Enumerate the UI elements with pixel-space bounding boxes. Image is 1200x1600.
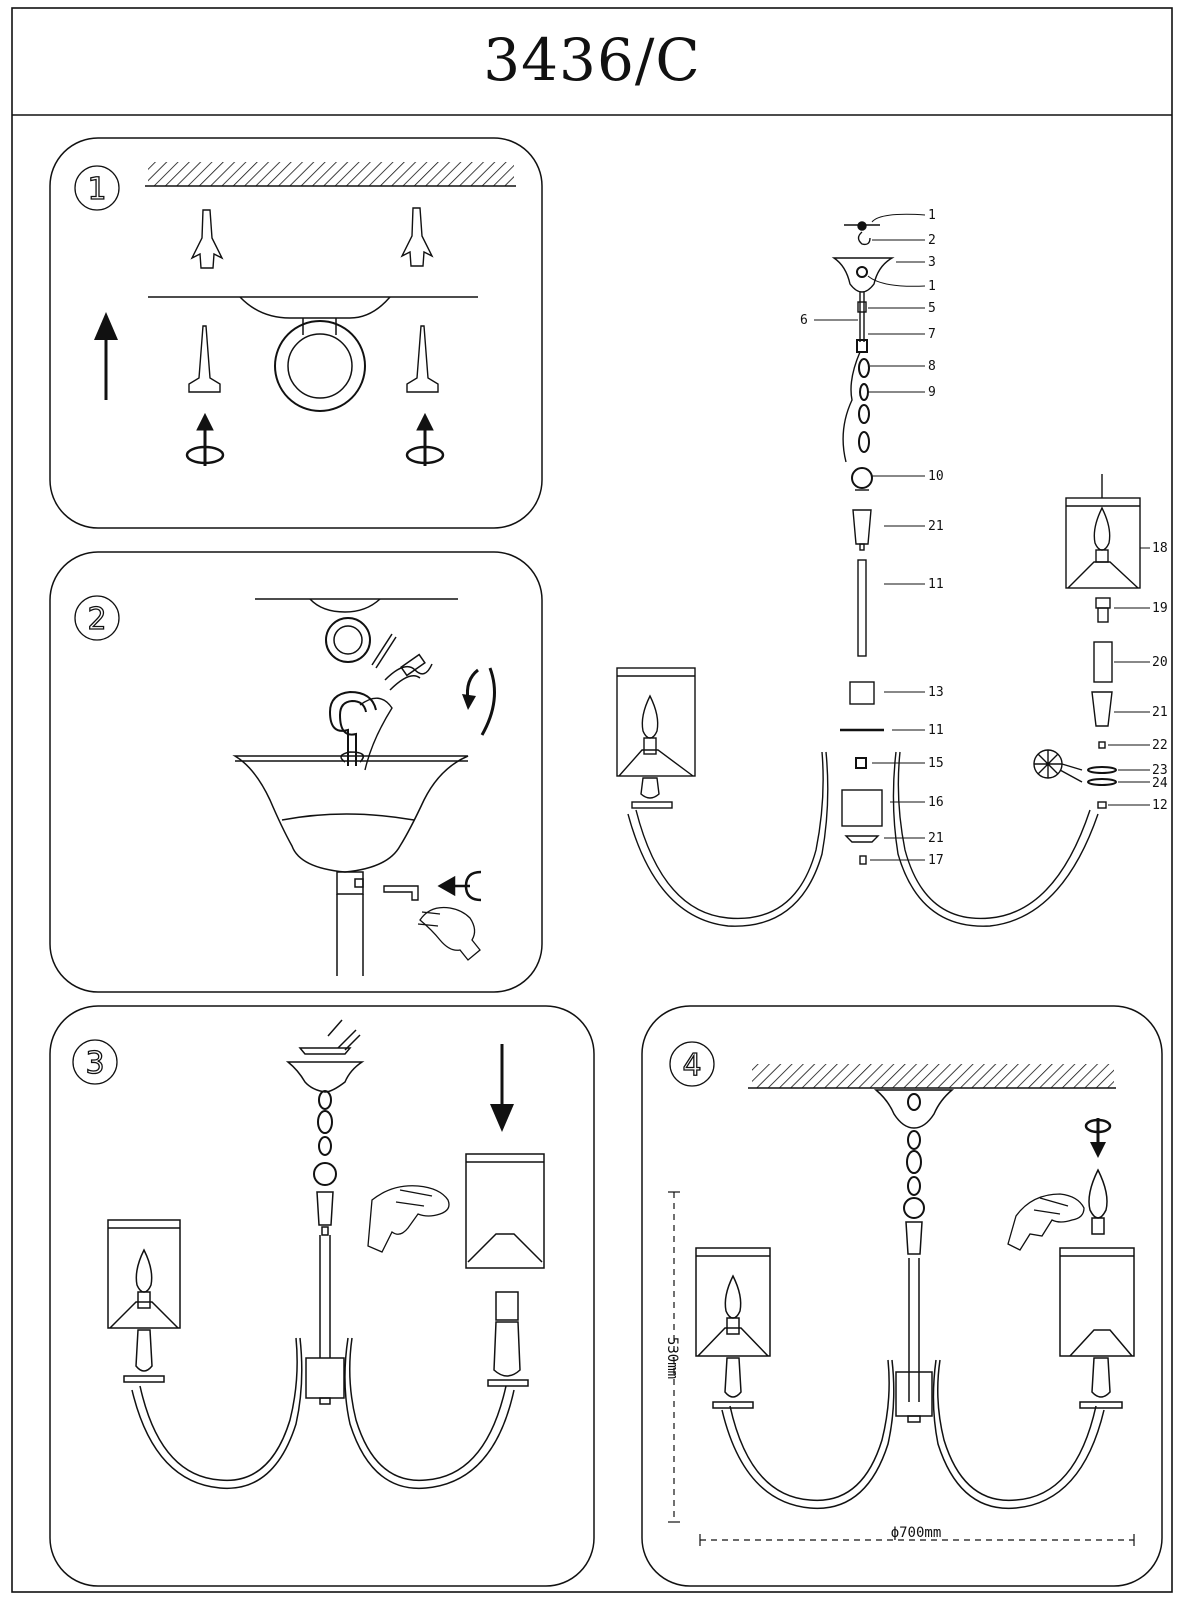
height-dimension: 530mm [664, 1337, 680, 1379]
step-3-panel: 3 [49, 1005, 595, 1587]
part-label: 6 [800, 313, 808, 328]
installed-chandelier [695, 1089, 1135, 1510]
ceiling-hatch [748, 1064, 1116, 1089]
part-label: 12 [1152, 798, 1168, 813]
part-label: 11 [928, 723, 944, 738]
part-label: 5 [928, 301, 936, 316]
assembled-chandelier [107, 1019, 529, 1490]
hook [328, 690, 393, 771]
part-numbers: 1 2 3 1 5 6 7 8 9 10 21 11 13 11 15 16 2… [800, 208, 1168, 868]
hand-icon [1007, 1193, 1085, 1251]
part-leader-lines [814, 213, 1150, 861]
shade-icon [465, 1153, 545, 1269]
canopy [232, 755, 469, 976]
rotate-icon [185, 412, 445, 466]
part-label: 2 [928, 233, 936, 248]
part-label: 20 [1152, 655, 1168, 670]
hand-icon [367, 1185, 450, 1253]
ceiling-hatch [145, 162, 516, 187]
part-label: 21 [928, 831, 944, 846]
step-number-1: 1 [87, 172, 106, 207]
part-label: 19 [1152, 601, 1168, 616]
canopy-ring [239, 296, 391, 412]
part-label: 17 [928, 853, 944, 868]
part-label: 18 [1152, 541, 1168, 556]
part-label: 1 [928, 208, 936, 223]
part-label: 3 [928, 255, 936, 270]
step-number-3: 3 [85, 1046, 104, 1081]
step-4-panel: 4 [641, 1005, 1163, 1587]
down-arrow-icon [490, 1044, 514, 1132]
part-label: 24 [1152, 776, 1168, 791]
part-label: 16 [928, 795, 944, 810]
outer-frame [11, 7, 1173, 1593]
step-1-panel: 1 [49, 137, 543, 529]
part-label: 15 [928, 756, 944, 771]
step-number-4: 4 [682, 1048, 701, 1083]
screw-in-icon [1084, 1118, 1112, 1158]
diameter-dimension: ϕ700mm [891, 1525, 942, 1541]
height-dimension-line [668, 1191, 680, 1523]
part-label: 21 [928, 519, 944, 534]
part-label: 23 [1152, 763, 1168, 778]
hand-icon [417, 906, 481, 961]
part-label: 22 [1152, 738, 1168, 753]
part-label: 11 [928, 577, 944, 592]
bulb-icon [1088, 1168, 1108, 1235]
part-label: 13 [928, 685, 944, 700]
ceiling-plate [255, 598, 458, 663]
part-label: 21 [1152, 705, 1168, 720]
part-label: 1 [928, 279, 936, 294]
wall-anchor [190, 207, 434, 269]
part-label: 9 [928, 385, 936, 400]
step-2-panel: 2 [49, 551, 543, 993]
up-arrow-icon [94, 312, 118, 400]
part-label: 7 [928, 327, 936, 342]
allen-key-icon [383, 885, 419, 901]
part-label: 8 [928, 359, 936, 374]
diameter-dimension-line [699, 1534, 1135, 1546]
rotate-arrow-icon [462, 667, 496, 736]
exploded-view [616, 221, 1141, 927]
screw [188, 325, 439, 393]
model-title: 3436/C [483, 26, 701, 94]
step-number-2: 2 [87, 602, 106, 637]
part-label: 10 [928, 469, 944, 484]
screwdriver-left-arrow-icon [437, 870, 482, 902]
wire-connector [371, 633, 433, 691]
